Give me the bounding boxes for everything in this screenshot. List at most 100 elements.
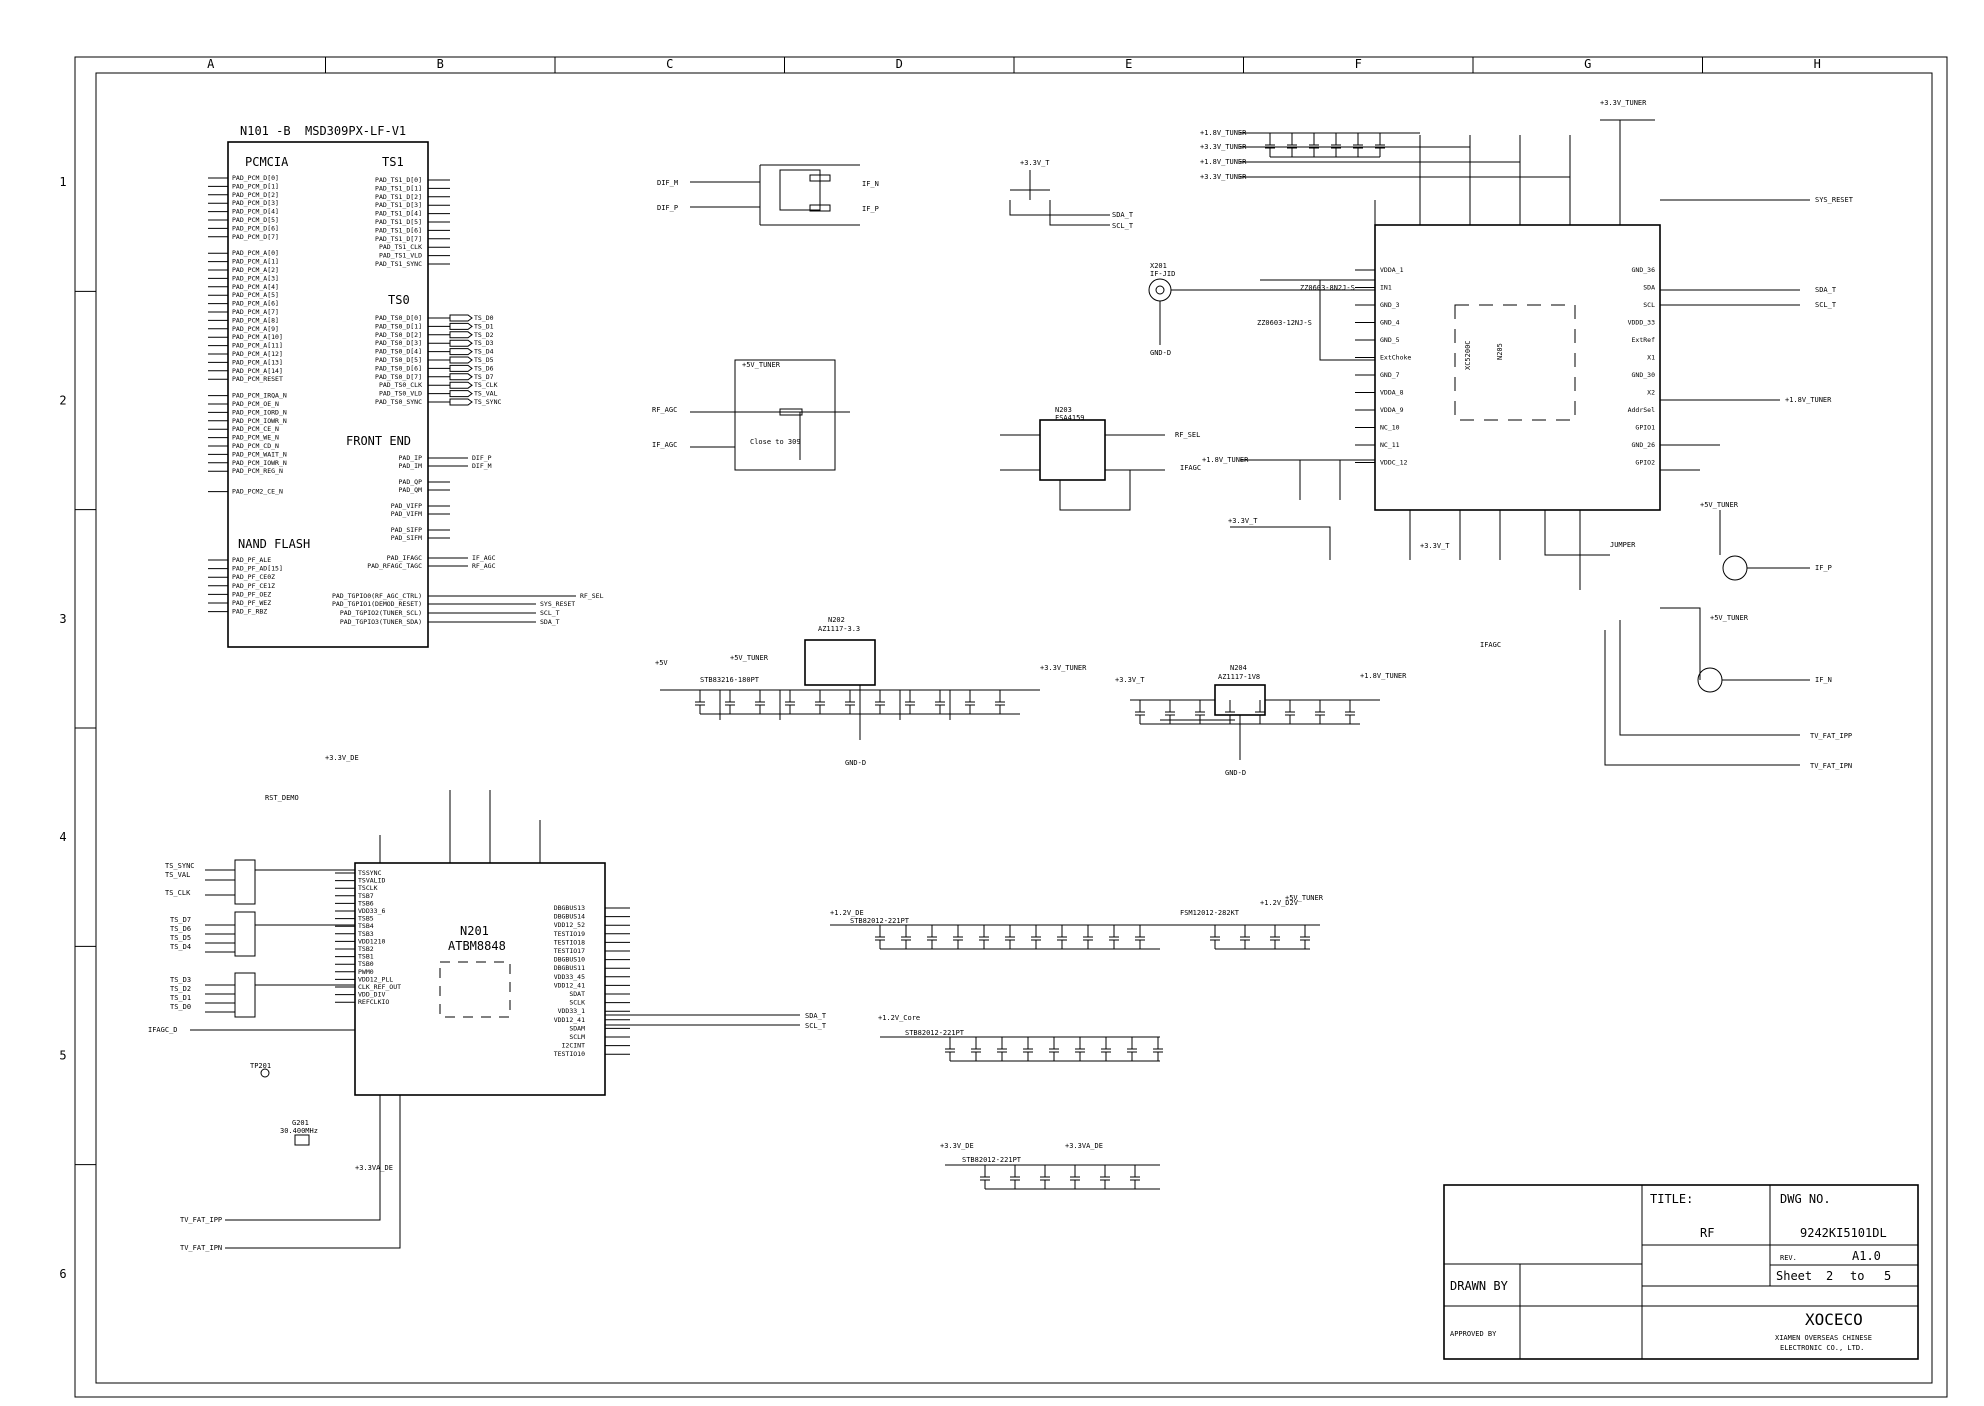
i2c-pullups: +3.3V_T SDA_T SCL_T [1009,159,1134,230]
soc-pin-left: PAD_PCM_IOWR_N [232,459,287,467]
ferrite-in2: ZZ0603-12NJ-S [1257,319,1312,327]
r239 [809,204,831,212]
n202-body [804,639,876,686]
demod-pin-left: TSB0 [358,960,374,968]
q-if-n [1697,667,1723,693]
net-flag [449,314,473,322]
grid-col-D: D [896,57,903,71]
rail-3v3-tuner-1: +3.3V_TUNER [1200,143,1247,151]
soc-ts0-pin: PAD_TS0_D[3] [375,339,422,347]
soc-body [227,141,429,648]
soc-pin-left: PAD_PCM_D[7] [232,233,279,241]
q-if-p [1722,555,1748,581]
demod-pin-right: SDAT [569,990,585,998]
lower-wires [1230,459,1610,590]
fe-net-label: DIF_P [472,454,492,462]
soc-fe-pin: PAD_TGPIO0(RF_AGC_CTRL) [332,592,422,600]
tuner-pin-right: VDDD_33 [1628,319,1655,327]
net-sys-reset: SYS_RESET [1815,196,1854,204]
sheet-to: to [1850,1269,1864,1283]
soc-fe-pin: PAD_TGPIO2(TUNER_SCL) [340,609,422,617]
r237 [779,408,803,416]
demod-pin-left: VDD33_6 [358,907,385,915]
soc-ts0-pin: PAD_TS0_D[4] [375,348,422,356]
grid-row-3: 3 [59,612,66,626]
tuner-pin-right: GND_36 [1632,266,1656,274]
demod-block: N201 ATBM8848 TSSYNCTSVALIDTSCLKTSB7TSB6… [335,790,827,1096]
soc-ts1-pin: PAD_TS1_SYNC [375,260,422,268]
dif-wires [690,164,860,226]
rail-wires [1240,132,1570,178]
demod-pin-right: VDD33_45 [554,973,585,981]
soc-pin-left: PAD_PCM_IRQA_N [232,392,287,400]
jumper-note-1: JUMPER [1610,541,1636,549]
grid-row-4: 4 [59,830,66,844]
net-if-n-out: IF_N [1815,676,1832,684]
soc-nand-pin: PAD_PF_CE1Z [232,582,275,590]
demod-pin-left: VDD12_PLL [358,975,393,983]
net-ts-d5: TS_D5 [170,934,191,942]
tuner-pin-left: GND_5 [1380,336,1400,344]
rp203 [234,972,256,1018]
n202-part: AZ1117-3.3 [818,625,860,633]
demod-pin-right: VDD12_41 [554,981,585,989]
soc-ts1-pin: PAD_TS1_D[3] [375,201,422,209]
tuner-center-pad [1454,304,1576,421]
rail-1v8-tuner-4: +1.8V_TUNER [1360,672,1407,680]
demod-left-pins: TSSYNCTSVALIDTSCLKTSB7TSB6VDD33_6TSB5TSB… [335,869,401,1006]
dif-section: DIF_M DIF_P IF_N IF_P [657,164,879,226]
ts0-net-label: TS_D1 [474,322,494,330]
fe-net-label: RF_SEL [580,592,604,600]
rail-5v: +5V [655,659,668,667]
demod-pin-left: TSB4 [358,922,374,930]
ts0-net-label: TS_D3 [474,339,494,347]
net-ts-d2: TS_D2 [170,985,191,993]
soc-nand-pin: PAD_PF_WEZ [232,599,271,607]
soc-pin-left: PAD_PCM_OE_N [232,400,279,408]
grid-col-H: H [1814,57,1821,71]
net-flag [449,339,473,347]
net-flag [449,381,473,389]
soc-fe-pin: PAD_RFAGC_TAGC [367,562,422,570]
fe-net-label: RF_AGC [472,562,496,570]
net-ts-val: TS_VAL [165,871,190,879]
net-flag [449,373,473,381]
soc-fe-pin: PAD_IM [399,462,423,470]
company-line1: XIAMEN OVERSEAS CHINESE [1775,1334,1872,1342]
soc-pin-left: PAD_PCM_A[7] [232,308,279,316]
rail-1v8-tuner-1: +1.8V_TUNER [1200,129,1247,137]
company-line2: ELECTRONIC CO., LTD. [1780,1344,1864,1352]
soc-ts1-pin: PAD_TS1_D[7] [375,235,422,243]
dwg-value: 9242KI5101DL [1800,1226,1887,1240]
tuner-left-pins: VDDA_1IN1GND_3GND_4GND_5ExtChokeGND_7VDD… [1355,266,1411,467]
soc-pin-left: PAD_PCM2_CE_N [232,488,283,496]
rail-5v-tuner-if2: +5V_TUNER [1710,614,1749,622]
grid-col-G: G [1584,57,1591,71]
rfagc-wires [690,411,850,460]
sheet-value: 2 [1826,1269,1833,1283]
tuner-pin-left: GND_4 [1380,319,1400,327]
rev-value: A1.0 [1852,1249,1881,1263]
title-block-lines [1444,1185,1918,1359]
demod-pin-right: I2CINT [562,1042,586,1050]
soc-ts0-pin: PAD_TS0_CLK [379,381,422,389]
demod-pin-left: TSB7 [358,892,374,900]
ts0-net-label: TS_VAL [474,390,498,398]
demod-pin-left: TSVALID [358,877,385,885]
demod-pin-right: SCLM [569,1033,585,1041]
tuner-pin-right: X2 [1647,389,1655,397]
fe-net-label: SDA_T [540,618,560,626]
tp201-pad [260,1068,270,1078]
net-tv-fat-ipp-d: TV_FAT_IPP [180,1216,222,1224]
demod-pin-right: TESTIO10 [554,1050,585,1058]
soc-pin-left: PAD_PCM_D[4] [232,208,279,216]
fe-net-label: SCL_T [540,609,560,617]
soc-ts0-pin: PAD_TS0_D[0] [375,314,422,322]
demod-pin-left: TSB1 [358,953,374,961]
soc-pin-left: PAD_PCM_A[1] [232,258,279,266]
sheet-total: 5 [1884,1269,1891,1283]
soc-fe-pin: PAD_TGPIO1(DEMOD_RESET) [332,600,422,608]
soc-pin-left: PAD_PCM_IOWR_N [232,417,287,425]
soc-ts0-pin: PAD_TS0_D[7] [375,373,422,381]
demod-pin-right: SDAM [569,1024,585,1032]
